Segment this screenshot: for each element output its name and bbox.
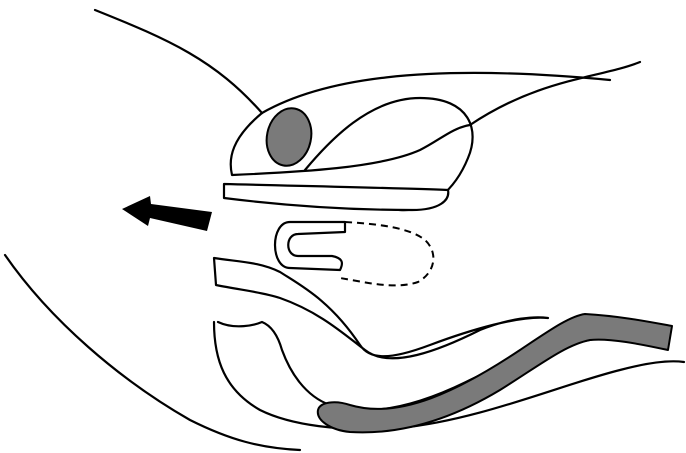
shaded-lower-curved-structure — [318, 314, 672, 432]
posterior-wall — [214, 258, 548, 358]
middle-canal — [275, 222, 345, 270]
upper-body-contour — [95, 10, 262, 113]
upper-organ-top-contour — [262, 73, 610, 113]
shaded-oval-organ — [261, 104, 316, 170]
middle-canal-dashed-extension — [340, 222, 433, 285]
left-direction-arrow — [122, 196, 212, 231]
anterior-channel — [224, 184, 448, 210]
